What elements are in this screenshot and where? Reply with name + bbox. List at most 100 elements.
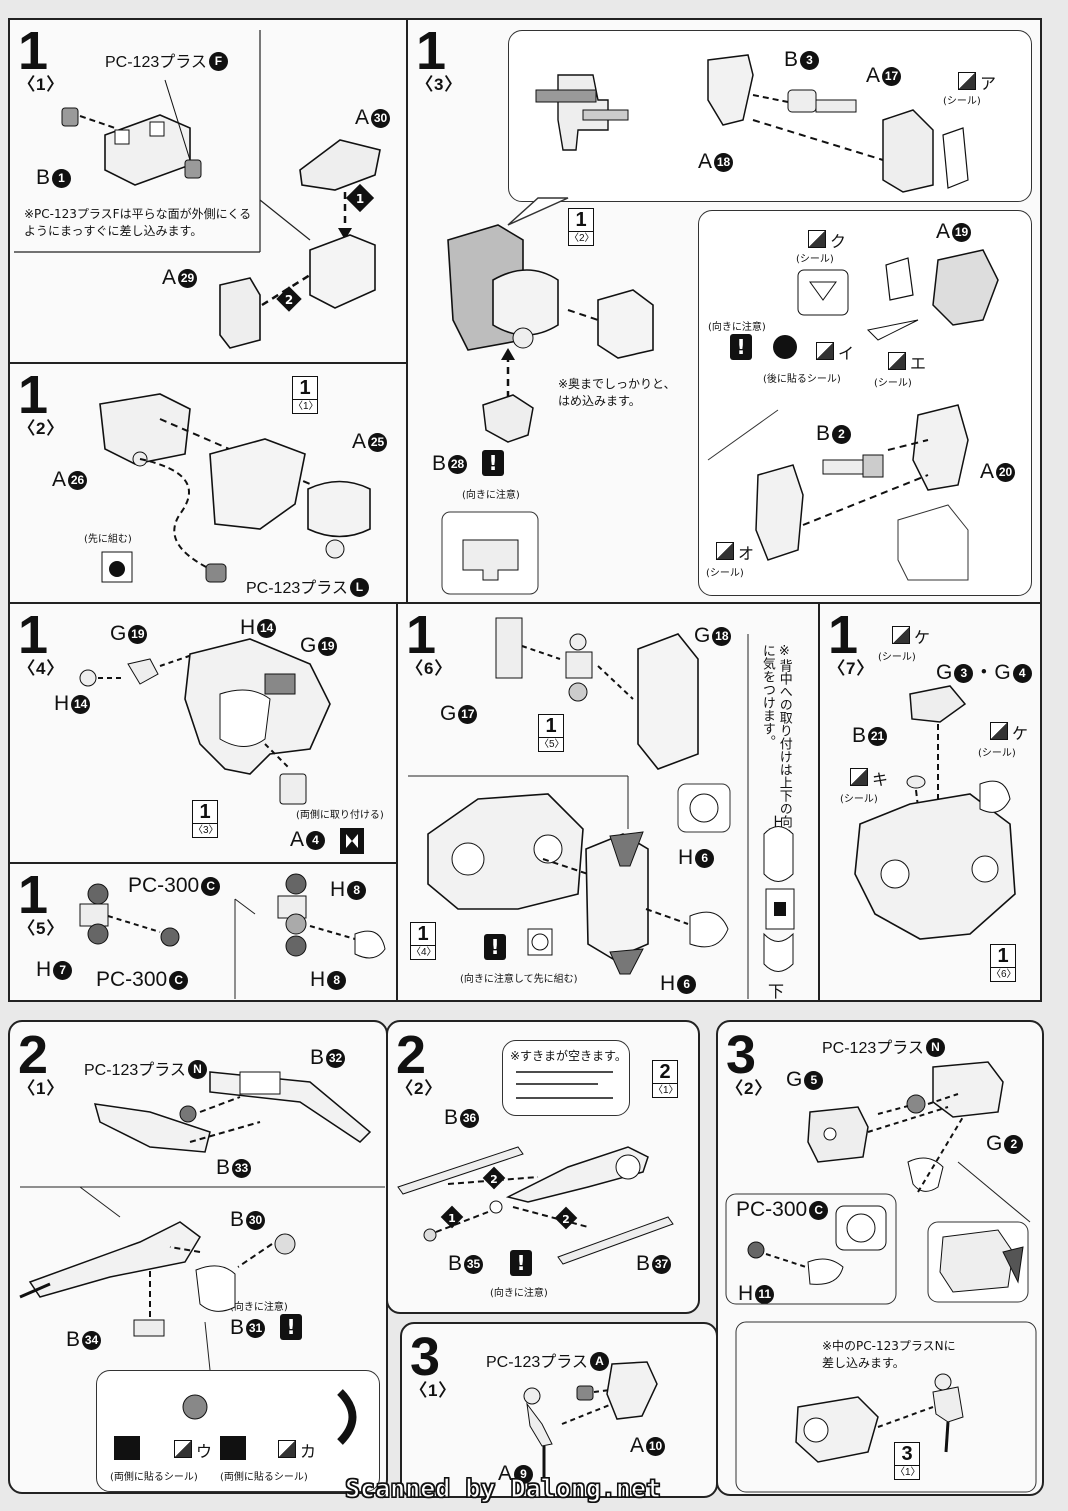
step-number: 1〈1〉 [18, 21, 65, 94]
seal-icon [816, 342, 834, 360]
seal-icon [990, 722, 1008, 740]
ref-2-1: 2〈1〉 [652, 1060, 679, 1098]
step-number: 3〈1〉 [410, 1327, 457, 1400]
seal-icon [808, 230, 826, 248]
step-number: 2〈1〉 [18, 1025, 65, 1098]
svg-text:2: 2 [562, 1213, 570, 1226]
step-2-1-diagram [19, 1071, 385, 1460]
step-number: 1〈7〉 [828, 605, 875, 678]
step-1-6-diagram [408, 617, 795, 999]
ref-1-5: 1〈5〉 [538, 714, 565, 752]
caution-icon: ! [482, 450, 504, 476]
after-seal-caption: (後に貼るシール) [763, 374, 841, 385]
step-1-7-diagram [854, 685, 1016, 940]
caution-icon: ! [484, 934, 506, 960]
step-1-3-note: ※奥までしっかりと、はめ込みます。 [558, 377, 676, 409]
caution-icon: ! [510, 1250, 532, 1276]
seal-icon [850, 768, 868, 786]
step-1-4-diagram [79, 638, 364, 854]
step-1-5-diagram [79, 873, 386, 999]
caution-caption: (向きに注意) [230, 1302, 288, 1313]
seal-icon [174, 1440, 192, 1458]
seal-caption: (シール) [706, 568, 744, 579]
step-number: 1〈3〉 [416, 21, 463, 94]
svg-text:2: 2 [285, 293, 293, 307]
both-sides-seal-caption: (両側に貼るシール) [110, 1472, 198, 1483]
seal-ke-label: ケ [914, 630, 931, 647]
ref-1-1: 1〈1〉 [292, 376, 319, 414]
seal-o-label: オ [738, 546, 755, 563]
pre-assemble-caption: (先に組む) [84, 534, 132, 545]
seal-ku-label: ク [830, 234, 847, 251]
caution-caption: (向きに注意) [708, 322, 766, 333]
step-number: 3〈2〉 [726, 1025, 773, 1098]
scanner-watermark: Scanned by Dalong.net [344, 1473, 662, 1503]
gap-note: ※すきまが空きます。 [510, 1049, 627, 1063]
seal-icon [958, 72, 976, 90]
caution-preassemble-caption: (向きに注意して先に組む) [460, 974, 578, 985]
ref-3-1: 3〈1〉 [894, 1442, 921, 1480]
seal-icon [278, 1440, 296, 1458]
seal-ki-label: キ [872, 772, 889, 789]
side-note: ※背中への取り付けは上下の向きに気をつけます。 [759, 644, 792, 841]
gap-detail-bubble [502, 1040, 630, 1116]
svg-text:2: 2 [490, 1173, 498, 1186]
seal-a-label: ア [980, 76, 997, 93]
seal-detail-bubble [96, 1370, 380, 1492]
ref-1-6: 1〈6〉 [990, 944, 1017, 982]
seal-i-label: イ [838, 346, 855, 363]
seal-caption: (シール) [978, 748, 1016, 759]
down-label: 下 [768, 984, 785, 1001]
caution-icon: ! [730, 334, 752, 360]
step-1-1-diagram: 1 2 [14, 30, 381, 349]
step-1-3-diagram [441, 54, 999, 595]
step-1-1-note: ※PC-123プラスFは平らな面が外側にくるようにまっすぐに差し込みます。 [24, 207, 252, 239]
both-sides-caption: (両側に取り付ける) [296, 810, 384, 821]
seal-icon [716, 542, 734, 560]
caution-icon: ! [280, 1314, 302, 1340]
ref-1-3: 1〈3〉 [192, 800, 219, 838]
seal-e-label: エ [910, 356, 927, 373]
step-2-2-diagram: 1 2 2 [397, 1071, 674, 1265]
step-number: 1〈2〉 [18, 365, 65, 438]
seal-caption: (シール) [796, 254, 834, 265]
step-number: 1〈6〉 [406, 605, 453, 678]
caution-caption: (向きに注意) [462, 490, 520, 501]
